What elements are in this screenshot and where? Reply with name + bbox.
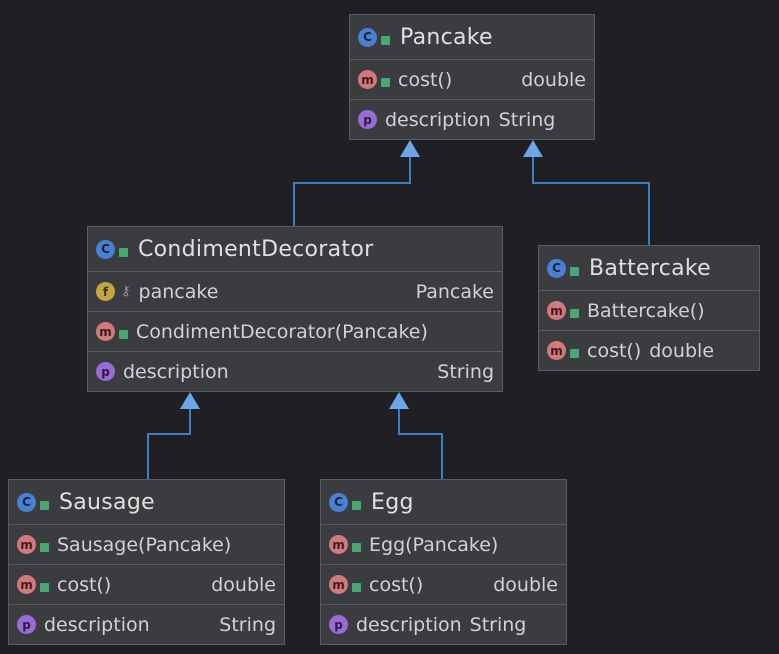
- class-name: CondimentDecorator: [138, 236, 374, 262]
- property-icon: p: [358, 110, 377, 129]
- member-name: pancake: [138, 280, 219, 303]
- public-lock-icon: [40, 543, 49, 552]
- member-name: cost(): [398, 68, 453, 91]
- inheritance-arrowhead: [180, 392, 200, 409]
- class-icon: C: [96, 239, 115, 259]
- public-lock-icon: [381, 35, 390, 45]
- member-row: m Sausage(Pancake): [9, 525, 284, 565]
- edge-condimentdecorator-to-pancake: [293, 152, 411, 226]
- member-type: String: [219, 613, 276, 636]
- member-name: description: [385, 108, 491, 131]
- class-header: C Pancake: [350, 15, 594, 60]
- key-icon: ⚷: [121, 284, 131, 299]
- member-type: Pancake: [415, 280, 494, 303]
- member-row: m Egg(Pancake): [321, 525, 566, 565]
- member-name: cost(): [57, 573, 112, 596]
- public-lock-icon: [352, 583, 361, 592]
- class-icon: C: [329, 492, 348, 512]
- public-lock-icon: [40, 583, 49, 592]
- member-row: p description String: [88, 352, 502, 391]
- inheritance-arrowhead: [400, 140, 420, 157]
- member-name: Sausage(Pancake): [57, 533, 232, 556]
- property-icon: p: [96, 362, 115, 381]
- method-icon: m: [358, 70, 377, 89]
- member-type: String: [437, 360, 494, 383]
- method-icon: m: [329, 535, 348, 554]
- class-name: Sausage: [59, 489, 155, 515]
- edge-battercake-to-pancake: [532, 152, 650, 245]
- class-icon: C: [547, 258, 566, 278]
- public-lock-icon: [570, 349, 579, 358]
- class-header: C Egg: [321, 480, 566, 525]
- member-row: m cost() double: [321, 565, 566, 605]
- method-icon: m: [329, 575, 348, 594]
- class-name: Egg: [371, 489, 414, 515]
- class-header: C Battercake: [539, 246, 759, 291]
- public-lock-icon: [40, 500, 49, 510]
- class-header: C Sausage: [9, 480, 284, 525]
- method-icon: m: [547, 341, 566, 360]
- member-type: String: [469, 613, 527, 636]
- property-icon: p: [17, 615, 36, 634]
- member-name: cost(): [369, 573, 424, 596]
- member-row: m Battercake(): [539, 291, 759, 331]
- member-name: cost(): [587, 339, 642, 362]
- member-name: description: [44, 613, 150, 636]
- public-lock-icon: [570, 309, 579, 318]
- class-pancake[interactable]: C Pancake m cost() double p description …: [349, 14, 595, 140]
- member-type: double: [649, 339, 715, 362]
- public-lock-icon: [381, 78, 390, 87]
- member-type: double: [211, 573, 276, 596]
- class-battercake[interactable]: C Battercake m Battercake() m cost() dou…: [538, 245, 760, 371]
- member-row: m cost() double: [9, 565, 284, 605]
- edge-sausage-to-condimentdecorator: [147, 406, 191, 479]
- method-icon: m: [17, 535, 36, 554]
- member-type: String: [498, 108, 556, 131]
- member-type: double: [521, 68, 586, 91]
- class-header: C CondimentDecorator: [88, 227, 502, 272]
- public-lock-icon: [352, 543, 361, 552]
- class-sausage[interactable]: C Sausage m Sausage(Pancake) m cost() do…: [8, 479, 285, 645]
- class-icon: C: [17, 492, 36, 512]
- field-icon: f: [96, 282, 115, 301]
- member-row: m cost() double: [350, 60, 594, 100]
- member-row: p description String: [350, 100, 594, 139]
- member-name: Egg(Pancake): [369, 533, 499, 556]
- member-row: m cost() double: [539, 331, 759, 370]
- member-row: p description String: [9, 605, 284, 644]
- method-icon: m: [17, 575, 36, 594]
- public-lock-icon: [119, 247, 128, 257]
- inheritance-arrowhead: [523, 140, 543, 157]
- property-icon: p: [329, 615, 348, 634]
- member-row: m CondimentDecorator(Pancake): [88, 312, 502, 352]
- member-name: description: [356, 613, 462, 636]
- member-name: description: [123, 360, 229, 383]
- class-egg[interactable]: C Egg m Egg(Pancake) m cost() double p d…: [320, 479, 567, 645]
- method-icon: m: [547, 301, 566, 320]
- inheritance-arrowhead: [389, 392, 409, 409]
- class-icon: C: [358, 27, 377, 47]
- edge-egg-to-condimentdecorator: [398, 406, 443, 479]
- class-condimentdecorator[interactable]: C CondimentDecorator f ⚷ pancake Pancake…: [87, 226, 503, 392]
- method-icon: m: [96, 322, 115, 341]
- class-name: Pancake: [400, 24, 493, 50]
- class-name: Battercake: [589, 255, 711, 281]
- public-lock-icon: [570, 266, 579, 276]
- member-name: CondimentDecorator(Pancake): [136, 320, 428, 343]
- public-lock-icon: [352, 500, 361, 510]
- public-lock-icon: [119, 330, 128, 339]
- member-name: Battercake(): [587, 299, 705, 322]
- member-row: p description String: [321, 605, 566, 644]
- member-row: f ⚷ pancake Pancake: [88, 272, 502, 312]
- member-type: double: [493, 573, 558, 596]
